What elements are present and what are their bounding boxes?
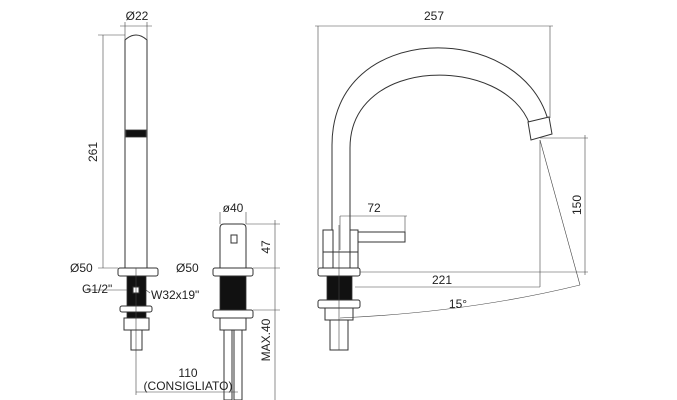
mixer-height-label: 47 <box>259 240 273 254</box>
spout-part <box>85 22 159 395</box>
spacing-label: 110 <box>178 366 197 380</box>
spout-diameter-label: Ø22 <box>126 9 149 23</box>
reach-label: 221 <box>432 273 452 287</box>
faucet-part <box>315 25 588 351</box>
faucet-width-label: 257 <box>424 9 444 23</box>
spacing-note-label: (CONSIGLIATO) <box>144 379 233 393</box>
handle-length-label: 72 <box>367 201 381 215</box>
mixer-base-diameter-label: Ø50 <box>176 261 199 275</box>
mixer-part <box>136 212 280 400</box>
outlet-height-label: 150 <box>570 195 584 215</box>
spout-nut-label: W32x19" <box>151 288 199 302</box>
angle-label: 15° <box>449 297 467 311</box>
spout-base-diameter-label: Ø50 <box>70 261 93 275</box>
max-deck-label: MAX.40 <box>259 318 273 361</box>
spout-height-label: 261 <box>86 142 100 162</box>
spout-thread-label: G1/2" <box>82 282 112 296</box>
mixer-diameter-label: ø40 <box>223 201 244 215</box>
